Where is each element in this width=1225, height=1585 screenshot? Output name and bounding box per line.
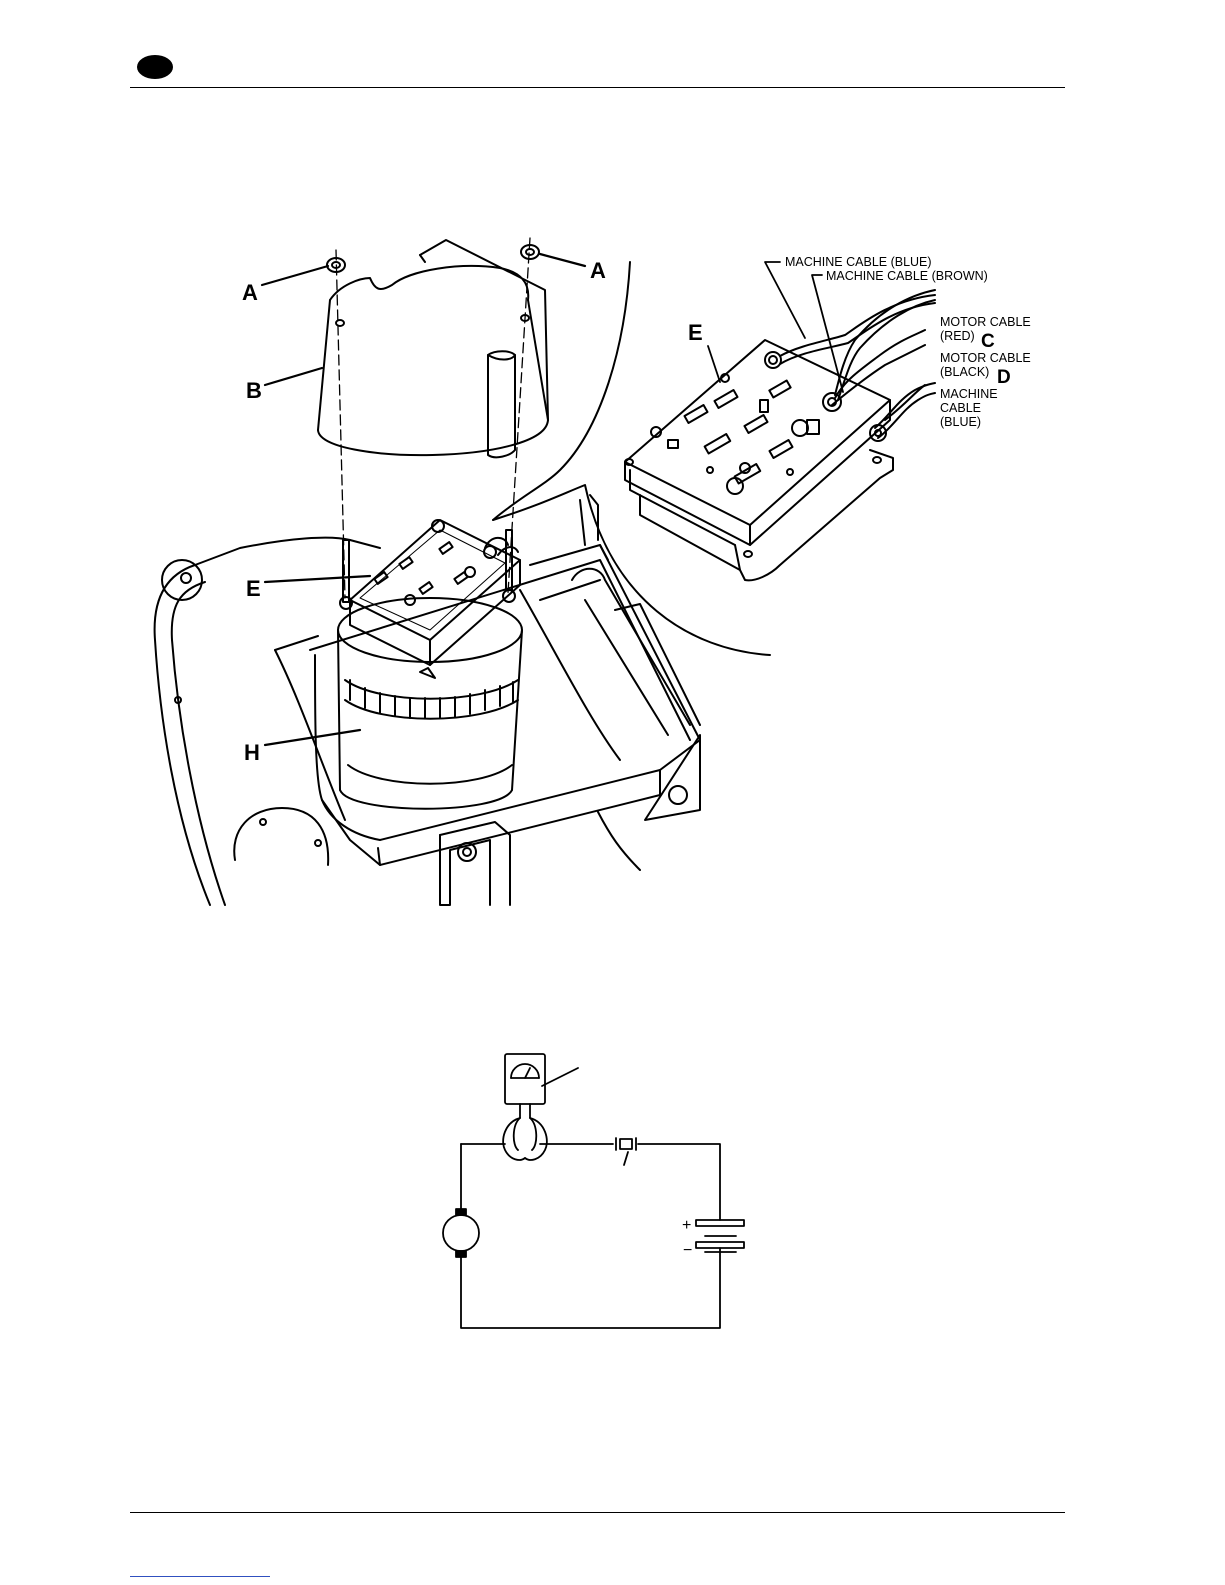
battery-minus-sign: − [683,1242,692,1259]
battery-plus-sign: + [682,1217,691,1234]
